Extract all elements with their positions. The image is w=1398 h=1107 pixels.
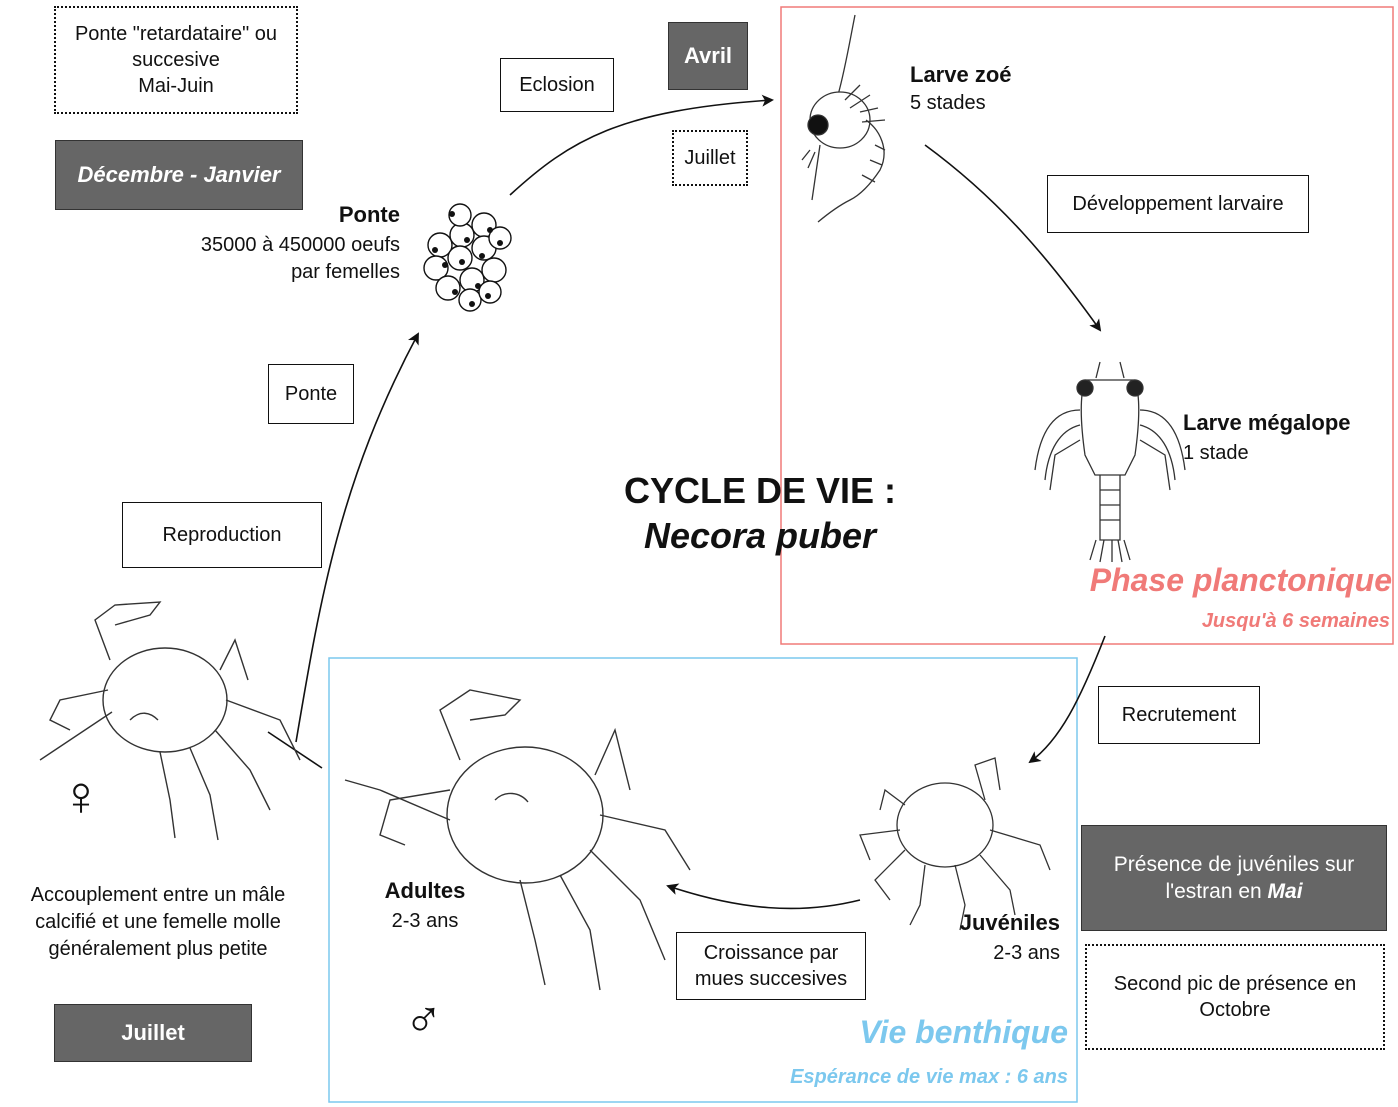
- larve-megalope-icon: [1034, 361, 1186, 563]
- eggs-cluster-icon: [423, 203, 512, 312]
- badge-decembre-janvier: Décembre - Janvier: [55, 140, 303, 210]
- title-line2: Necora puber: [643, 515, 877, 556]
- zoe-description: 5 stades: [910, 92, 986, 114]
- diagram-title: CYCLE DE VIE : Necora puber: [560, 468, 960, 558]
- juveniles-description: 2-3 ans: [993, 942, 1060, 964]
- note-juillet-top: Juillet: [672, 130, 748, 186]
- transition-reproduction: Reproduction: [122, 502, 322, 568]
- ponte-description: 35000 à 450000 oeufs par femelles: [200, 234, 400, 283]
- phase-planctonique-subtitle: Jusqu'à 6 semaines: [1201, 610, 1390, 632]
- arrow-recrutement: [1028, 635, 1106, 764]
- vie-benthique-subtitle: Espérance de vie max : 6 ans: [790, 1066, 1068, 1088]
- transition-recrutement: Recrutement: [1098, 686, 1260, 744]
- ponte-title: Ponte: [338, 202, 400, 227]
- arrow-developpement: [924, 144, 1102, 332]
- arrow-reproduction-ponte: [295, 332, 419, 743]
- vie-benthique-title: Vie benthique: [859, 1014, 1068, 1050]
- megalope-title: Larve mégalope: [1183, 410, 1351, 435]
- adultes-description: 2-3 ans: [391, 910, 459, 932]
- arrow-croissance: [666, 883, 861, 910]
- adultes-title: Adultes: [384, 878, 466, 903]
- transition-ponte: Ponte: [268, 364, 354, 424]
- phase-planctonique-title: Phase planctonique: [1089, 562, 1392, 598]
- transition-croissance: Croissance par mues succesives: [676, 932, 866, 1000]
- presence-juveniles-text: Présence de juvéniles sur l'estran en Ma…: [1114, 851, 1354, 906]
- transition-developpement-larvaire: Développement larvaire: [1047, 175, 1309, 233]
- accouplement-text: Accouplement entre un mâle calcifié et u…: [30, 884, 286, 960]
- note-ponte-retardataire: Ponte "retardataire" ou succesive Mai-Ju…: [54, 6, 298, 114]
- title-line1: CYCLE DE VIE :: [623, 470, 897, 511]
- juveniles-title: Juvéniles: [959, 910, 1060, 935]
- transition-eclosion: Eclosion: [500, 58, 614, 112]
- presence-juveniles-pre: Présence de juvéniles sur l'estran en: [1113, 852, 1355, 903]
- male-symbol: ♂: [404, 991, 443, 1049]
- presence-juveniles-month: Mai: [1267, 880, 1303, 903]
- arrow-eclosion: [509, 94, 774, 196]
- crabe-femelle-icon: [39, 601, 301, 841]
- badge-avril: Avril: [668, 22, 748, 90]
- crabe-juvenile-icon: [859, 757, 1051, 931]
- note-presence-juveniles: Présence de juvéniles sur l'estran en Ma…: [1081, 825, 1387, 931]
- crabe-adulte-icon: [344, 689, 691, 991]
- phase-planctonique-frame: [780, 6, 1394, 645]
- badge-juillet-bottom: Juillet: [54, 1004, 252, 1062]
- larve-zoe-icon: [801, 14, 886, 223]
- megalope-description: 1 stade: [1183, 442, 1249, 464]
- vie-benthique-frame: [328, 657, 1078, 1103]
- note-second-pic: Second pic de présence en Octobre: [1085, 944, 1385, 1050]
- zoe-title: Larve zoé: [910, 62, 1012, 87]
- female-symbol: ♀: [60, 764, 102, 827]
